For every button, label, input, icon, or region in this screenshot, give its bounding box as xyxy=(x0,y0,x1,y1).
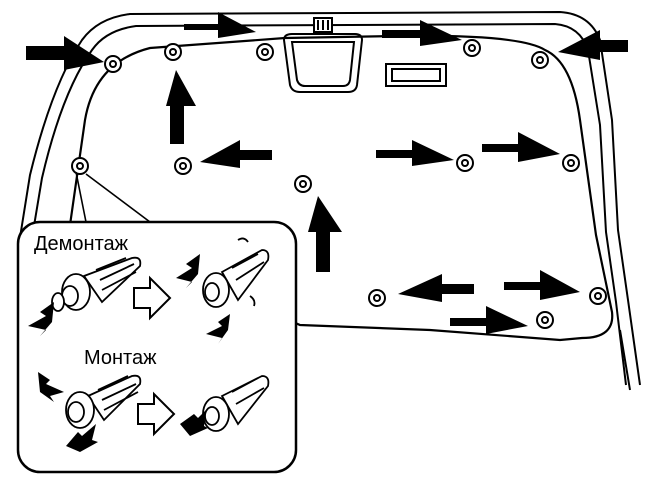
trim-panel-outline xyxy=(68,34,614,342)
label-plate xyxy=(385,63,447,87)
clip-fastener-icon xyxy=(174,157,192,175)
callout-lines xyxy=(75,171,151,223)
direction-arrow-icon xyxy=(558,30,628,60)
direction-arrow-icon xyxy=(184,12,256,38)
clip-fastener-icon xyxy=(294,175,312,193)
direction-arrow-icon xyxy=(200,140,272,168)
clip-fastener-icon xyxy=(202,237,270,308)
direction-arrow-icon xyxy=(482,132,560,162)
removal-label: Демонтаж xyxy=(34,233,129,255)
direction-arrow-icon xyxy=(206,314,230,344)
hollow-arrow-icon xyxy=(137,391,176,437)
clip-fastener-icon xyxy=(256,43,274,61)
clip-fastener-icon xyxy=(51,256,142,312)
direction-arrow-icon xyxy=(308,196,342,272)
clips xyxy=(71,39,607,329)
direction-arrow-icon xyxy=(176,254,200,288)
direction-arrow-icon xyxy=(26,36,104,70)
direction-arrow-icon xyxy=(504,270,580,300)
pointer-arrows xyxy=(26,12,628,334)
direction-arrow-icon xyxy=(376,140,454,166)
direction-arrow-icon xyxy=(66,424,98,452)
direction-arrow-icon xyxy=(166,70,196,144)
clip-fastener-icon xyxy=(536,311,554,329)
handle-recess xyxy=(282,17,364,93)
clip-fastener-icon xyxy=(589,287,607,305)
clip-fastener-icon xyxy=(202,375,270,432)
clip-fastener-icon xyxy=(65,374,142,429)
clip-detail-inset: Демонтаж Монтаж xyxy=(16,220,298,474)
clip-fastener-icon xyxy=(104,55,122,73)
clip-fastener-icon xyxy=(456,154,474,172)
clip-fastener-icon xyxy=(531,51,549,69)
direction-arrow-icon xyxy=(398,274,474,302)
clip-fastener-icon xyxy=(368,289,386,307)
clip-fastener-icon xyxy=(71,157,89,175)
clip-fastener-icon xyxy=(463,39,481,57)
direction-arrow-icon xyxy=(450,306,528,334)
direction-arrow-icon xyxy=(382,20,462,46)
clip-fastener-icon xyxy=(562,154,580,172)
direction-arrow-icon xyxy=(38,372,64,402)
hollow-arrow-icon xyxy=(133,275,172,321)
trim-panel xyxy=(68,17,614,342)
direction-arrow-icon xyxy=(180,410,208,436)
clip-fastener-icon xyxy=(164,43,182,61)
direction-arrow-icon xyxy=(28,302,54,336)
installation-label: Монтаж xyxy=(84,347,157,369)
